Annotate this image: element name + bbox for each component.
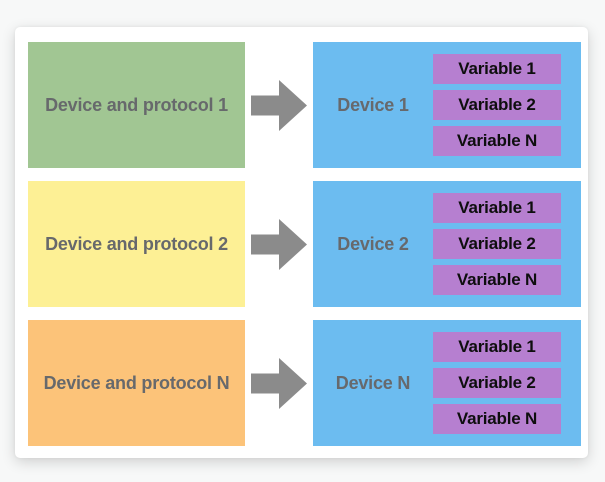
variables-stack: Variable 1 Variable 2 Variable N <box>433 193 561 295</box>
variables-stack: Variable 1 Variable 2 Variable N <box>433 332 561 434</box>
right-arrow-icon <box>251 79 307 131</box>
arrow-container <box>245 181 313 307</box>
mapping-row: Device and protocol 2 Device 2 Variable … <box>28 181 581 307</box>
arrow-container <box>245 320 313 446</box>
source-protocol-box: Device and protocol N <box>28 320 245 446</box>
mapping-row: Device and protocol 1 Device 1 Variable … <box>28 42 581 168</box>
variable-label: Variable 2 <box>458 373 536 392</box>
variable-label: Variable N <box>456 270 538 289</box>
device-label: Device N <box>335 372 411 393</box>
mapping-row: Device and protocol N Device N Variable … <box>28 320 581 446</box>
variable-label: Variable 2 <box>458 95 536 114</box>
right-arrow-icon <box>251 357 307 409</box>
device-box: Device N Variable 1 Variable 2 Variable … <box>313 320 581 446</box>
variable-box: Variable N <box>433 265 561 295</box>
device-box: Device 1 Variable 1 Variable 2 Variable … <box>313 42 581 168</box>
variable-label: Variable 1 <box>458 198 536 217</box>
variable-label: Variable 1 <box>458 59 536 78</box>
source-protocol-label: Device and protocol 2 <box>45 233 228 254</box>
variable-box: Variable N <box>433 126 561 156</box>
diagram-card: Device and protocol 1 Device 1 Variable … <box>15 27 588 458</box>
variable-box: Variable 1 <box>433 193 561 223</box>
variable-box: Variable 2 <box>433 90 561 120</box>
source-protocol-label: Device and protocol N <box>43 372 230 393</box>
source-protocol-box: Device and protocol 1 <box>28 42 245 168</box>
variable-box: Variable 2 <box>433 229 561 259</box>
variables-stack: Variable 1 Variable 2 Variable N <box>433 54 561 156</box>
source-protocol-box: Device and protocol 2 <box>28 181 245 307</box>
device-label: Device 1 <box>337 94 409 115</box>
right-arrow-icon <box>251 218 307 270</box>
variable-label: Variable N <box>456 409 538 428</box>
variable-box: Variable N <box>433 404 561 434</box>
variable-box: Variable 2 <box>433 368 561 398</box>
device-label: Device 2 <box>337 233 409 254</box>
variable-label: Variable 1 <box>458 337 536 356</box>
device-box: Device 2 Variable 1 Variable 2 Variable … <box>313 181 581 307</box>
variable-box: Variable 1 <box>433 332 561 362</box>
variable-label: Variable 2 <box>458 234 536 253</box>
source-protocol-label: Device and protocol 1 <box>45 94 228 115</box>
arrow-container <box>245 42 313 168</box>
variable-box: Variable 1 <box>433 54 561 84</box>
variable-label: Variable N <box>456 131 538 150</box>
